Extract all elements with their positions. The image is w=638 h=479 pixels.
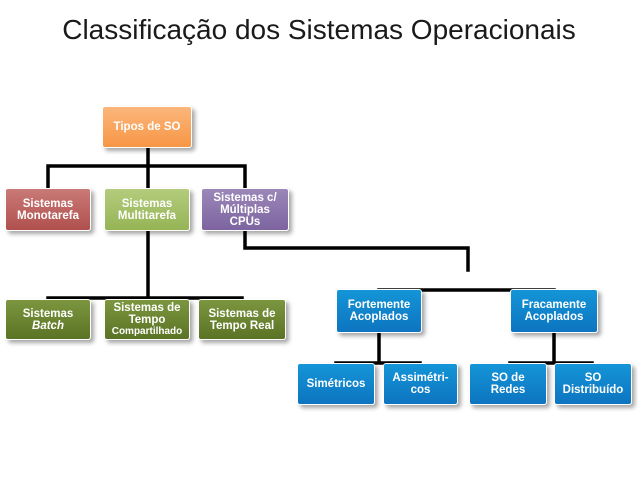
node-sistemas-batch: Sistemas Batch (5, 299, 91, 340)
node-fortemente-acoplados: Fortemente Acoplados (336, 289, 422, 333)
node-label: Sistemas (22, 307, 74, 320)
node-label: Tempo Real (209, 319, 275, 332)
node-label: Sistemas de (113, 301, 181, 314)
node-label: Assimétri- (392, 372, 449, 384)
node-label: Fortemente (347, 299, 411, 311)
node-sistemas-monotarefa: Sistemas Monotarefa (5, 188, 91, 231)
node-label: Sistemas de (208, 307, 276, 320)
connector-root (46, 146, 247, 190)
node-label: Tempo (128, 313, 166, 326)
node-label: Acoplados (524, 311, 584, 323)
node-label: Tipos de SO (113, 121, 181, 133)
node-label: Fracamente (521, 299, 587, 311)
node-label: Multitarefa (117, 209, 177, 222)
node-sistemas-tempo-real: Sistemas de Tempo Real (198, 299, 286, 340)
node-tipos-de-so: Tipos de SO (102, 106, 192, 148)
node-label: Acoplados (349, 311, 409, 323)
node-so-de-redes: SO de Redes (469, 363, 547, 405)
node-sistemas-tempo-compartilhado: Sistemas de Tempo Compartilhado (104, 299, 190, 340)
node-label: CPUs (229, 215, 261, 228)
node-label: Redes (490, 384, 526, 396)
diagram-title: Classificação dos Sistemas Operacionais (62, 14, 576, 45)
connector-multiplas (243, 229, 556, 298)
node-label: Monotarefa (17, 209, 79, 222)
node-so-distribuido: SO Distribuído (554, 363, 632, 405)
node-sistemas-multiplas-cpus: Sistemas c/ Múltiplas CPUs (201, 188, 289, 231)
node-label: Compartilhado (111, 325, 183, 337)
node-label: SO (584, 372, 602, 384)
node-label: Sistemas (121, 197, 173, 210)
node-label: cos (410, 384, 431, 396)
node-label: Simétricos (306, 378, 366, 390)
node-label: Múltiplas (220, 203, 270, 216)
node-label: Sistemas (22, 197, 74, 210)
node-label: Sistemas c/ (213, 191, 277, 204)
node-label: Distribuído (562, 384, 624, 396)
node-label: Batch (32, 319, 64, 332)
node-simetricos: Simétricos (297, 363, 375, 405)
node-assimetricos: Assimétri- cos (383, 363, 458, 405)
node-label: SO de (491, 372, 525, 384)
node-fracamente-acoplados: Fracamente Acoplados (510, 289, 598, 333)
node-sistemas-multitarefa: Sistemas Multitarefa (104, 188, 190, 231)
connector-fortemente (334, 331, 422, 372)
connector-fracamente (508, 331, 594, 372)
connector-multitarefa (46, 229, 244, 308)
